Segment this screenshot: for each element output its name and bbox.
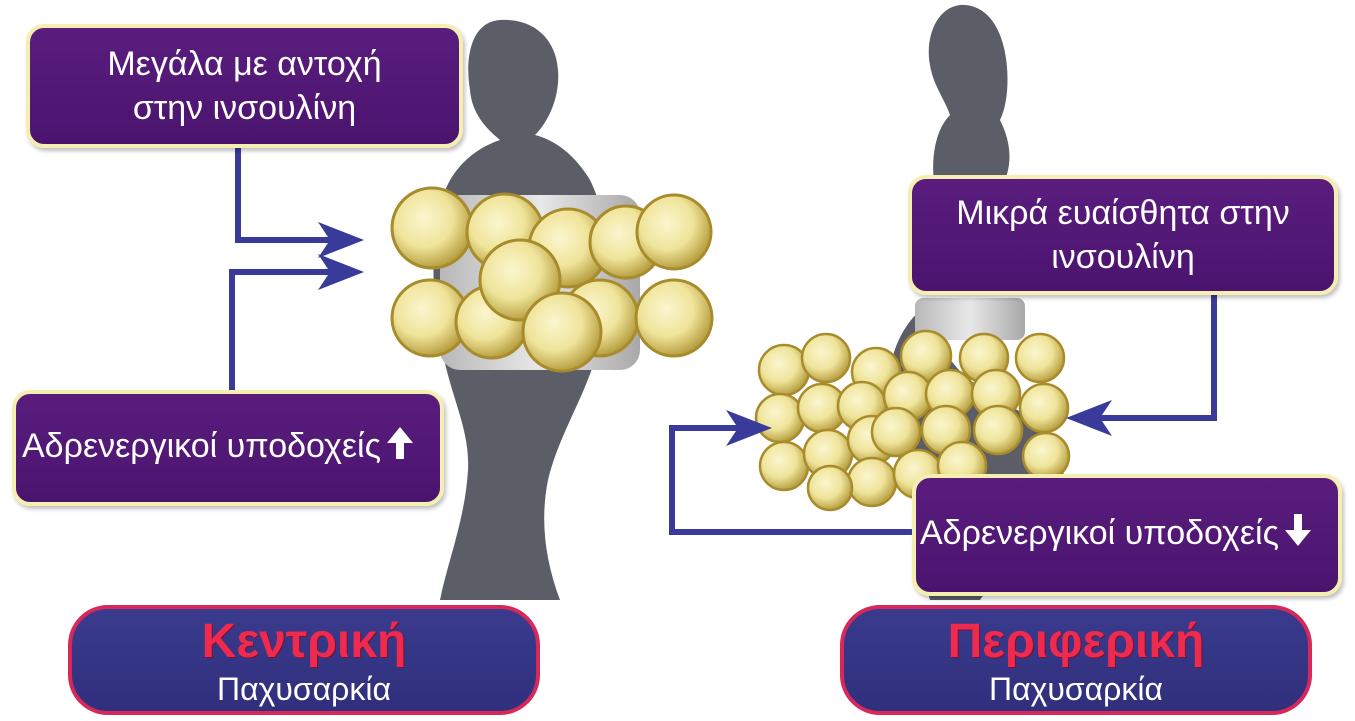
small-box-line2: ινσουλίνη — [956, 235, 1289, 279]
small-box-line1: Μικρά ευαίσθητα στην — [956, 191, 1289, 235]
adrenergic-right-text: Αδρενεργικοί υποδοχείς — [920, 514, 1279, 552]
large-box-line1: Μεγάλα με αντοχή — [107, 42, 381, 86]
arrow-large-to-cells — [238, 148, 330, 240]
arrow-down-icon — [1283, 512, 1313, 559]
peripheral-obesity-label: Περιφερική Παχυσαρκία — [840, 605, 1312, 715]
peripheral-subtitle: Παχυσαρκία — [844, 669, 1308, 709]
adrenergic-left-text: Αδρενεργικοί υποδοχείς — [22, 427, 381, 465]
small-insulin-sensitive-box: Μικρά ευαίσθητα στην ινσουλίνη — [908, 175, 1338, 295]
arrow-up-icon — [385, 425, 415, 472]
adrenergic-receptors-up-box: Αδρενεργικοί υποδοχείς — [12, 390, 444, 506]
arrow-small-to-cells — [1098, 295, 1214, 418]
arrow-adr-to-cells — [232, 272, 330, 390]
central-title: Κεντρική — [72, 615, 536, 669]
large-insulin-resistant-box: Μεγάλα με αντοχή στην ινσουλίνη — [26, 24, 463, 148]
peripheral-title: Περιφερική — [844, 615, 1308, 669]
central-obesity-label: Κεντρική Παχυσαρκία — [68, 605, 540, 715]
large-box-line2: στην ινσουλίνη — [107, 86, 381, 130]
adrenergic-receptors-down-box: Αδρενεργικοί υποδοχείς — [912, 474, 1342, 596]
central-subtitle: Παχυσαρκία — [72, 669, 536, 709]
